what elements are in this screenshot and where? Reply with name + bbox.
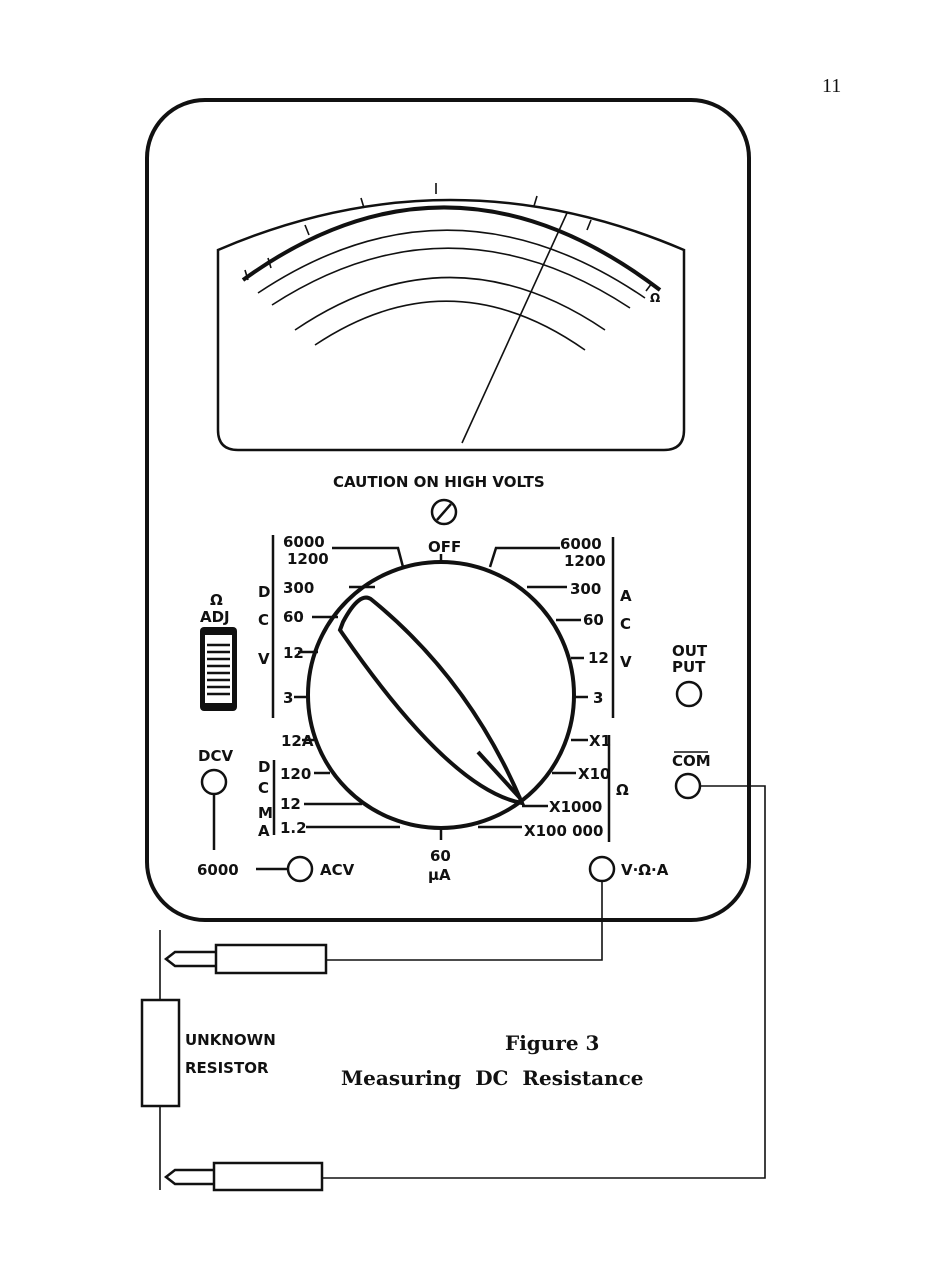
svg-text:1200: 1200 bbox=[287, 550, 329, 568]
svg-text:6000: 6000 bbox=[560, 535, 602, 553]
ohm-scale-symbol: Ω bbox=[650, 291, 660, 305]
svg-text:V: V bbox=[620, 653, 632, 671]
svg-text:D: D bbox=[258, 583, 270, 601]
6000v-label: 6000 bbox=[197, 861, 239, 879]
svg-text:PUT: PUT bbox=[672, 658, 706, 676]
com-jack[interactable] bbox=[674, 772, 702, 800]
svg-text:3: 3 bbox=[593, 689, 603, 707]
ohm-ranges: X1 X10 X1000 X100 000 Ω bbox=[524, 732, 629, 840]
meter-needle bbox=[461, 212, 568, 444]
vohma-label: V·Ω·A bbox=[621, 861, 669, 879]
svg-text:60: 60 bbox=[283, 608, 304, 626]
output-jack[interactable] bbox=[675, 680, 703, 708]
acv-ranges: 6000 1200 300 60 12 3 A C V bbox=[560, 535, 632, 707]
meter-scales bbox=[241, 183, 662, 351]
dcma-ranges: 12A 120 12 1.2 D C M A bbox=[258, 732, 314, 840]
range-selector-dial[interactable] bbox=[306, 560, 576, 830]
zero-adjust-screw[interactable] bbox=[430, 498, 458, 526]
svg-text:X1: X1 bbox=[589, 732, 611, 750]
svg-text:C: C bbox=[620, 615, 631, 633]
svg-text:X1000: X1000 bbox=[549, 798, 602, 816]
selector-knob-pointer bbox=[337, 595, 526, 806]
svg-text:1.2: 1.2 bbox=[280, 819, 307, 837]
svg-text:M: M bbox=[258, 804, 273, 822]
dcv-jack[interactable] bbox=[200, 768, 228, 796]
resistor-label: UNKNOWN bbox=[185, 1031, 276, 1049]
figure-number: Figure 3 bbox=[505, 1031, 599, 1055]
com-label: COM bbox=[672, 752, 711, 770]
svg-text:120: 120 bbox=[280, 765, 311, 783]
svg-text:D: D bbox=[258, 758, 270, 776]
svg-text:A: A bbox=[258, 822, 270, 840]
meter-case bbox=[145, 98, 751, 922]
dcv-label: DCV bbox=[198, 747, 233, 765]
svg-text:1200: 1200 bbox=[564, 552, 606, 570]
acv-jack[interactable] bbox=[286, 855, 314, 883]
svg-text:300: 300 bbox=[283, 579, 314, 597]
ohm-adjust-wheel[interactable] bbox=[200, 627, 237, 711]
ua-range: 60 bbox=[430, 847, 451, 865]
svg-text:C: C bbox=[258, 611, 269, 629]
ua-unit: µA bbox=[428, 866, 451, 884]
output-label: OUT bbox=[672, 642, 708, 660]
page-number: 11 bbox=[822, 75, 841, 97]
svg-text:12: 12 bbox=[283, 644, 304, 662]
svg-text:12: 12 bbox=[280, 795, 301, 813]
dial-leader-lines bbox=[271, 535, 615, 842]
svg-text:A: A bbox=[620, 587, 632, 605]
dcv-ranges: 6000 1200 300 60 12 3 D C V bbox=[258, 533, 329, 707]
svg-text:300: 300 bbox=[570, 580, 601, 598]
acv-label: ACV bbox=[320, 861, 355, 879]
figure-title: Measuring DC Resistance bbox=[341, 1066, 644, 1090]
vohma-jack[interactable] bbox=[588, 855, 616, 883]
svg-text:V: V bbox=[258, 650, 270, 668]
svg-text:Ω: Ω bbox=[616, 781, 629, 799]
meter-window bbox=[216, 198, 686, 452]
test-leads bbox=[159, 785, 766, 1192]
svg-text:RESISTOR: RESISTOR bbox=[185, 1059, 269, 1077]
ohm-adj-label: ADJ bbox=[200, 608, 230, 626]
svg-text:6000: 6000 bbox=[283, 533, 325, 551]
svg-text:C: C bbox=[258, 779, 269, 797]
svg-text:60: 60 bbox=[583, 611, 604, 629]
svg-text:12: 12 bbox=[588, 649, 609, 667]
svg-text:3: 3 bbox=[283, 689, 293, 707]
caution-label: CAUTION ON HIGH VOLTS bbox=[333, 473, 545, 491]
ohm-adj-symbol: Ω bbox=[210, 591, 223, 609]
dial-off: OFF bbox=[428, 538, 461, 556]
svg-text:12A: 12A bbox=[281, 732, 314, 750]
unknown-resistor bbox=[140, 998, 181, 1108]
svg-text:X10: X10 bbox=[578, 765, 610, 783]
svg-text:X100 000: X100 000 bbox=[524, 822, 603, 840]
